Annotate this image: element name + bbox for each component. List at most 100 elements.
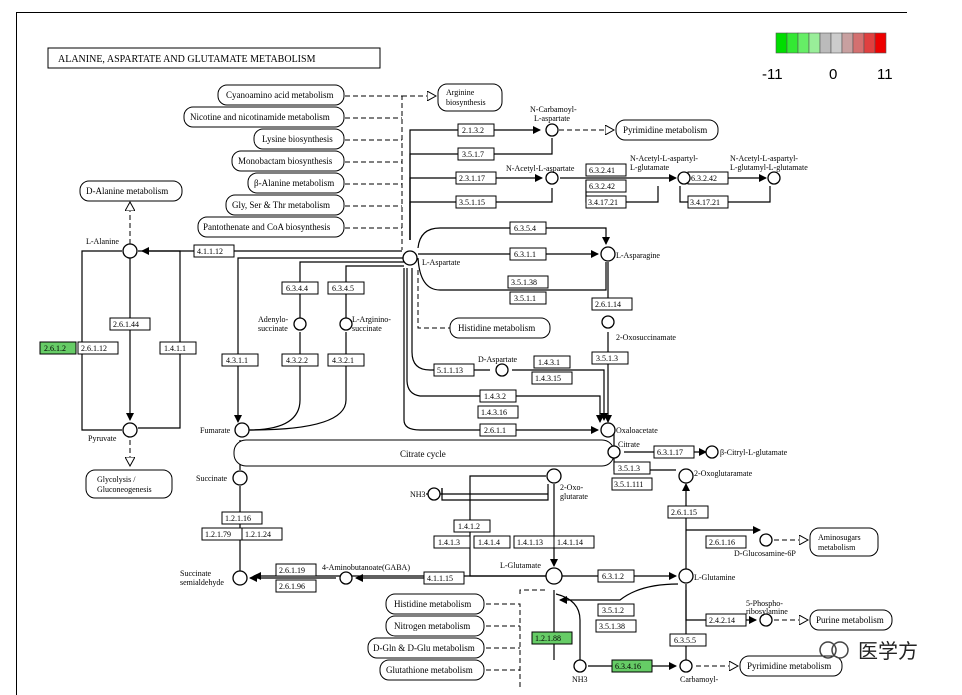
compound-n-acetyl-l-aspartate[interactable]: N-Acetyl-L-aspartate xyxy=(506,164,575,185)
enzyme-2.6.1.1[interactable]: 2.6.1.1 xyxy=(479,423,517,437)
enzyme-1.4.1.14[interactable]: 1.4.1.14 xyxy=(553,535,595,549)
compound-l-aspartate[interactable]: L-Aspartate xyxy=(402,250,461,267)
pathway-dgln[interactable]: D-Gln & D-Glu metabolism xyxy=(367,637,485,659)
compound-2-oxoglutarate[interactable]: 2-Oxo-glutarate xyxy=(546,468,588,501)
enzyme-2.6.1.44[interactable]: 2.6.1.44 xyxy=(109,317,151,331)
enzyme-2.6.1.16[interactable]: 2.6.1.16 xyxy=(705,535,747,549)
enzyme-1.2.1.24[interactable]: 1.2.1.24 xyxy=(241,527,283,541)
pathway-glyser[interactable]: Gly, Ser & Thr metabolism xyxy=(225,194,345,216)
compound-naagg[interactable]: N-Acetyl-L-aspartyl-L-glutamyl-L-glutama… xyxy=(730,154,808,185)
enzyme-3.5.1.7[interactable]: 3.5.1.7 xyxy=(457,147,495,161)
compound-nh3-bottom[interactable]: NH3 xyxy=(572,659,588,684)
compound-citrate[interactable]: Citrate xyxy=(607,440,640,459)
enzyme-3.5.1.38-b[interactable]: 3.5.1.38 xyxy=(595,619,637,633)
enzyme-6.3.5.4[interactable]: 6.3.5.4 xyxy=(509,221,547,235)
enzyme-3.5.1.15[interactable]: 3.5.1.15 xyxy=(455,195,497,209)
compound-glucosamine-6p[interactable]: D-Glucosamine-6P xyxy=(734,533,796,558)
compound-d-aspartate[interactable]: D-Aspartate xyxy=(478,355,518,377)
enzyme-1.2.1.79[interactable]: 1.2.1.79 xyxy=(201,527,243,541)
enzyme-2.6.1.14-a[interactable]: 2.6.1.14 xyxy=(591,297,633,311)
enzyme-6.3.4.5[interactable]: 6.3.4.5 xyxy=(327,281,365,295)
compound-carbamoyl[interactable]: Carbamoyl- xyxy=(679,659,719,684)
enzyme-2.3.1.17[interactable]: 2.3.1.17 xyxy=(455,171,497,185)
pathway-pyrimidine-top[interactable]: Pyrimidine metabolism xyxy=(615,119,719,141)
pathway-histidine-bot[interactable]: Histidine metabolism xyxy=(385,593,485,615)
enzyme-2.4.2.14[interactable]: 2.4.2.14 xyxy=(705,613,747,627)
enzyme-1.4.1.3[interactable]: 1.4.1.3 xyxy=(433,535,471,549)
enzyme-6.3.5.5[interactable]: 6.3.5.5 xyxy=(669,633,707,647)
enzyme-1.4.1.4[interactable]: 1.4.1.4 xyxy=(473,535,511,549)
enzyme-3.5.1.1[interactable]: 3.5.1.1 xyxy=(509,291,547,305)
enzyme-2.6.1.19[interactable]: 2.6.1.19 xyxy=(275,563,317,577)
compound-l-glutamine[interactable]: L-Glutamine xyxy=(678,568,736,584)
compound-naag[interactable]: N-Acetyl-L-aspartyl-L-glutamate xyxy=(630,154,698,185)
enzyme-4.1.1.12[interactable]: 4.1.1.12 xyxy=(193,244,235,258)
enzyme-2.6.1.15[interactable]: 2.6.1.15 xyxy=(667,505,709,519)
compound-oxaloacetate[interactable]: Oxaloacetate xyxy=(600,422,658,438)
enzyme-6.3.1.1[interactable]: 6.3.1.1 xyxy=(509,247,547,261)
pathway-dalanine[interactable]: D-Alanine metabolism xyxy=(79,180,183,202)
enzyme-2.1.3.2[interactable]: 2.1.3.2 xyxy=(457,123,495,137)
pathway-nitrogen[interactable]: Nitrogen metabolism xyxy=(385,615,485,637)
enzyme-1.4.1.13[interactable]: 1.4.1.13 xyxy=(513,535,555,549)
enzyme-1.4.3.15[interactable]: 1.4.3.15 xyxy=(531,371,573,385)
pathway-monobactam[interactable]: Monobactam biosynthesis xyxy=(231,150,345,172)
enzyme-2.6.1.12[interactable]: 2.6.1.12 xyxy=(77,341,119,355)
pathway-pyrimidine-bot[interactable]: Pyrimidine metabolism xyxy=(739,655,843,677)
enzyme-1.4.1.1[interactable]: 1.4.1.1 xyxy=(159,341,197,355)
compound-2-oxosuccinamate[interactable]: 2-Oxosuccinamate xyxy=(601,315,676,342)
enzyme-3.5.1.3-b[interactable]: 3.5.1.3 xyxy=(613,461,651,475)
compound-fumarate[interactable]: Fumarate xyxy=(200,422,250,438)
enzyme-3.5.1.111[interactable]: 3.5.1.111 xyxy=(611,477,653,491)
enzyme-1.4.3.2[interactable]: 1.4.3.2 xyxy=(479,389,517,403)
enzyme-6.3.2.42-b[interactable]: 6.3.2.42 xyxy=(687,171,729,185)
enzyme-6.3.4.4[interactable]: 6.3.4.4 xyxy=(281,281,319,295)
compound-2-oxoglutaramate[interactable]: 2-Oxoglutaramate xyxy=(678,468,753,484)
enzyme-1.2.1.16[interactable]: 1.2.1.16 xyxy=(221,511,263,525)
enzyme-3.4.17.21-b[interactable]: 3.4.17.21 xyxy=(687,195,729,209)
compound-l-alanine[interactable]: L-Alanine xyxy=(86,237,138,259)
compound-adenylosuccinate[interactable]: Adenylo-succinate xyxy=(258,315,307,333)
compound-gaba[interactable]: 4-Aminobutanoate(GABA) xyxy=(322,563,410,585)
enzyme-5.1.1.13[interactable]: 5.1.1.13 xyxy=(433,363,475,377)
enzyme-3.5.1.38-a[interactable]: 3.5.1.38 xyxy=(507,275,549,289)
compound-phosphoribosylamine[interactable]: 5-Phospho-ribosylamine xyxy=(746,599,788,627)
compound-l-glutamate[interactable]: L-Glutamate xyxy=(500,561,563,585)
enzyme-4.1.1.15[interactable]: 4.1.1.15 xyxy=(423,571,465,585)
enzyme-6.3.2.41[interactable]: 6.3.2.41 xyxy=(585,163,627,177)
compound-pyruvate[interactable]: Pyruvate xyxy=(88,422,138,443)
enzyme-6.3.2.42-a[interactable]: 6.3.2.42 xyxy=(585,179,627,193)
enzyme-2.6.1.96[interactable]: 2.6.1.96 xyxy=(275,579,317,593)
enzyme-6.3.1.2[interactable]: 6.3.1.2 xyxy=(597,569,635,583)
pathway-lysine[interactable]: Lysine biosynthesis xyxy=(253,128,345,150)
compound-argininosuccinate[interactable]: L-Arginino-succinate xyxy=(339,315,391,333)
pathway-glycolysis[interactable]: Glycolysis /Gluconeogenesis xyxy=(85,469,173,499)
enzyme-1.4.3.16[interactable]: 1.4.3.16 xyxy=(477,405,519,419)
pathway-cyanoamino[interactable]: Cyanoamino acid metabolism xyxy=(217,84,345,106)
pathway-pantothenate[interactable]: Pantothenate and CoA biosynthesis xyxy=(197,216,345,238)
pathway-glutathione[interactable]: Glutathione metabolism xyxy=(379,659,485,681)
enzyme-3.5.1.2[interactable]: 3.5.1.2 xyxy=(597,603,635,617)
enzyme-2.6.1.2[interactable]: 2.6.1.2 xyxy=(39,341,77,355)
enzyme-4.3.2.2[interactable]: 4.3.2.2 xyxy=(281,353,319,367)
pathway-purine[interactable]: Purine metabolism xyxy=(809,609,893,631)
pathway-nicotine[interactable]: Nicotine and nicotinamide metabolism xyxy=(183,106,345,128)
pathway-balanine[interactable]: β-Alanine metabolism xyxy=(247,172,345,194)
compound-n-carbamoyl-l-aspartate[interactable]: N-Carbamoyl-L-aspartate xyxy=(530,105,577,137)
compound-nh3-top[interactable]: NH3 xyxy=(410,487,441,501)
enzyme-4.3.1.1[interactable]: 4.3.1.1 xyxy=(221,353,259,367)
enzyme-6.3.1.17[interactable]: 6.3.1.17 xyxy=(653,445,695,459)
enzyme-6.3.4.16[interactable]: 6.3.4.16 xyxy=(611,659,653,673)
enzyme-1.2.1.88[interactable]: 1.2.1.88 xyxy=(531,631,573,645)
enzyme-4.3.2.1[interactable]: 4.3.2.1 xyxy=(327,353,365,367)
enzyme-3.5.1.3-a[interactable]: 3.5.1.3 xyxy=(591,351,629,365)
compound-citryl-glutamate[interactable]: β-Citryl-L-glutamate xyxy=(705,445,788,459)
pathway-histidine-mid[interactable]: Histidine metabolism xyxy=(449,317,551,339)
pathway-citrate-cycle[interactable]: Citrate cycle xyxy=(233,439,615,467)
enzyme-3.4.17.21-a[interactable]: 3.4.17.21 xyxy=(585,195,627,209)
compound-succinate[interactable]: Succinate xyxy=(196,470,248,486)
enzyme-1.4.3.1[interactable]: 1.4.3.1 xyxy=(533,355,571,369)
